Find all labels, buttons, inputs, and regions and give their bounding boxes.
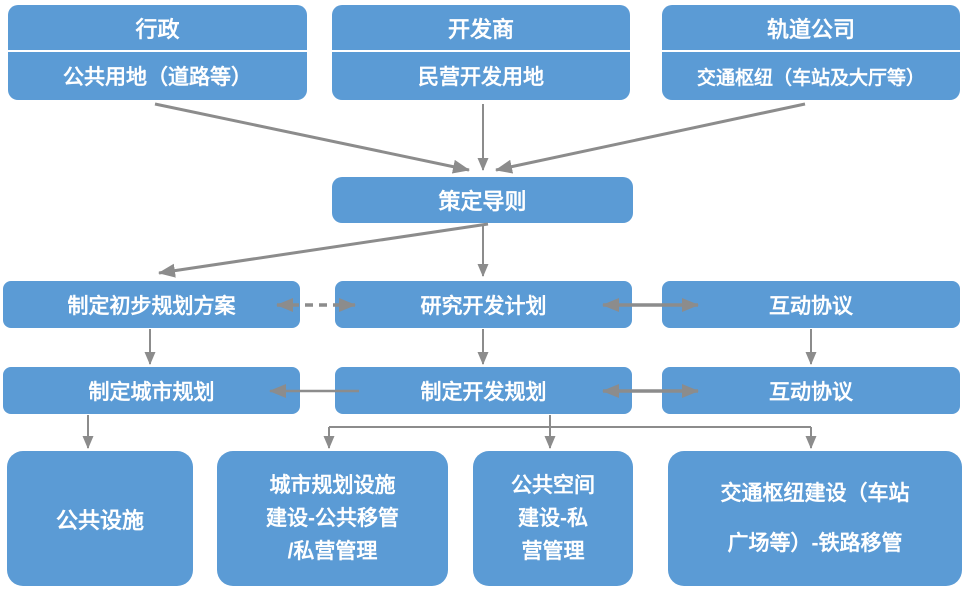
node-administration-subtitle: 公共用地（道路等） xyxy=(63,66,252,89)
arrow-rail-to-guideline xyxy=(495,102,806,174)
node-administration-title: 行政 xyxy=(135,16,180,42)
node-rail-company-subtitle: 交通枢纽（车站及大厅等） xyxy=(696,67,925,89)
node-public-space: 公共空间 建设-私 营管理 xyxy=(473,451,633,586)
node-rail-company: 轨道公司 交通枢纽（车站及大厅等） xyxy=(662,5,960,100)
node-development-planning: 制定开发规划 xyxy=(335,367,632,414)
divider-line xyxy=(8,50,307,52)
node-rail-company-title: 轨道公司 xyxy=(766,16,855,42)
node-developer-title: 开发商 xyxy=(447,16,514,42)
node-urban-planning: 制定城市规划 xyxy=(3,367,300,414)
node-transport-hub-construction: 交通枢纽建设（车站 广场等）-铁路移管 xyxy=(668,451,962,586)
node-preliminary-plan: 制定初步规划方案 xyxy=(3,281,300,328)
node-developer: 开发商 民营开发用地 xyxy=(332,5,630,100)
arrow-guideline-to-preliminary-plan xyxy=(158,222,489,278)
arrow-admin-to-guideline xyxy=(154,102,470,174)
node-research-development-plan: 研究开发计划 xyxy=(335,281,632,328)
divider-line xyxy=(332,50,630,52)
node-developer-subtitle: 民营开发用地 xyxy=(418,66,544,89)
node-urban-planning-facilities: 城市规划设施 建设-公共移管 /私营管理 xyxy=(217,451,448,586)
node-administration: 行政 公共用地（道路等） xyxy=(8,5,307,100)
node-public-facilities: 公共设施 xyxy=(7,451,193,586)
divider-line xyxy=(662,50,960,52)
connector-development-branch xyxy=(329,415,811,428)
node-guideline: 策定导则 xyxy=(332,177,633,223)
node-interactive-agreement-2: 互动协议 xyxy=(662,367,960,414)
node-interactive-agreement-1: 互动协议 xyxy=(662,281,960,328)
